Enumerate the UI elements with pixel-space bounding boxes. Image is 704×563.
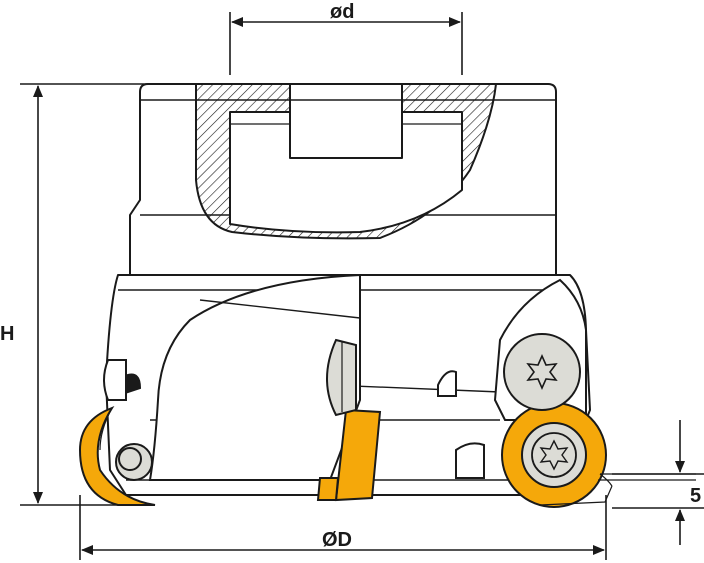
dimension-lines (20, 12, 704, 560)
left-chip-pocket (148, 273, 361, 481)
center-insert (316, 408, 382, 502)
label-depth-of-cut: 5 (690, 485, 701, 507)
torx-screw-lower (531, 432, 577, 478)
bore-section (195, 83, 497, 240)
label-cutter-diameter: ØD (322, 529, 352, 551)
center-wedge-screw (326, 338, 357, 417)
label-bore-diameter: ød (330, 1, 354, 23)
crescent-markers (103, 359, 485, 479)
torx-screw-upper (503, 333, 581, 411)
label-height: H (0, 323, 14, 345)
left-round-insert (78, 406, 156, 506)
left-clamp-screw (115, 443, 153, 481)
